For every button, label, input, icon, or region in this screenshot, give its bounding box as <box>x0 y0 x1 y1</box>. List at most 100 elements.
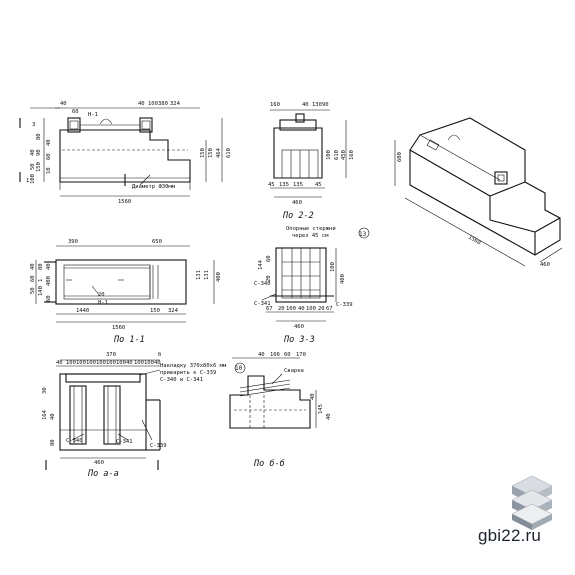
sec3-bottom-dim: 20 <box>318 306 325 312</box>
sec-b-top-dim: 106 <box>270 352 280 358</box>
sec-a-row-dim: 100 <box>106 360 116 366</box>
sec3-bottom-dim: 100 <box>306 306 316 312</box>
brand-logo-icon <box>511 475 553 530</box>
sec3-caption: По 3-3 <box>283 335 315 345</box>
elev-left-dim: 3 <box>32 122 35 128</box>
elev-left-dim: 10 <box>46 167 52 174</box>
sec3-part-label: С-340 <box>254 281 271 287</box>
elev-bottom-dim: 1560 <box>118 199 131 205</box>
sec-b-caption: По б-б <box>253 458 285 469</box>
plan-1-1-view: 390 650 40 60 50 80 1 140 40 400 60 131 … <box>30 239 222 345</box>
plan-right-dim: 131 <box>204 270 210 280</box>
elev-right-dim: 464 <box>216 147 222 158</box>
sec-a-weld-note: приварить к С-339 <box>160 370 216 376</box>
sec-a-left-dim: 80 <box>50 439 56 446</box>
elev-top-dim: 40 <box>138 101 145 107</box>
sec-b-right-dim: 40 <box>326 413 332 420</box>
sec-a-top-dim: 370 <box>106 352 116 358</box>
sec3-bottom-dim: 40 <box>298 306 305 312</box>
plan-caption: По 1-1 <box>113 335 145 345</box>
elev-left-dim: 80 <box>36 133 42 140</box>
sec3-part-label: С-341 <box>254 301 271 307</box>
plan-left-dim: 50 <box>30 287 36 294</box>
plan-mark: Н-1 <box>98 300 108 306</box>
iso-height-dim: 600 <box>397 152 403 162</box>
elev-top-dim: Н-1 <box>88 112 98 118</box>
sec-a-part-label: С-341 <box>116 439 133 445</box>
elev-hole-note: Диаметр Ф30мм <box>132 184 176 190</box>
isometric-view: 600 1560 460 <box>394 117 563 268</box>
plan-left-dim: 80 <box>38 263 44 270</box>
sec-b-weld-label: Сварка <box>284 368 304 374</box>
section-a-a-view: 370 б 40 100 100 100 100 100 100 40 100 … <box>42 351 227 479</box>
section-2-2-view: 160 40 130 90 100 610 450 160 45 135 135… <box>268 102 355 221</box>
sec-b-top-dim: 40 <box>258 352 265 358</box>
plan-right-dim: 131 <box>196 270 202 280</box>
sec-a-row-dim: 100 <box>86 360 96 366</box>
plan-left-dim: 60 <box>30 275 36 282</box>
sec-a-row-dim: 100 <box>76 360 86 366</box>
plan-left-dim: 140 <box>38 286 44 296</box>
sec-b-top-dim: 60 <box>284 352 291 358</box>
elev-left-dim: 90 <box>36 149 42 156</box>
sec3-bottom-dim: 67 <box>266 306 273 312</box>
sec-b-top-dim: 170 <box>296 352 306 358</box>
sec3-bottom-dim: 67 <box>326 306 333 312</box>
sec3-right-dim: 100 <box>330 262 336 272</box>
sec-a-part-label: С-340 <box>66 438 83 444</box>
sec2-top-dim: 160 <box>270 102 280 108</box>
sec2-top-dim: 130 <box>312 102 322 108</box>
plan-left-dim: 1 <box>38 279 44 282</box>
sec2-right-dim: 160 <box>349 150 355 160</box>
elev-top-dim: 380 <box>158 101 168 107</box>
sec-a-left-dim: 30 <box>42 387 48 394</box>
sec3-note-tag: 13 <box>359 231 367 238</box>
sec-a-mark: б <box>158 351 161 358</box>
elev-right-dim: 150 <box>200 148 206 158</box>
iso-length-dim: 1560 <box>467 235 481 247</box>
sec-a-row-dim: 40 <box>126 360 133 366</box>
sec-a-left-dim: 164 <box>42 409 48 420</box>
elev-top-dim: 60 <box>72 109 79 115</box>
sec-a-row-dim: 100 <box>134 360 144 366</box>
elev-top-dim: 100 <box>148 101 158 107</box>
elev-left-dim: 1 <box>26 178 29 184</box>
sec-a-row-dim: 40 <box>154 360 161 366</box>
plan-left-dim: 60 <box>46 295 52 302</box>
sec-b-right-dim: 40 <box>310 393 316 400</box>
elevation-view: 40 Н-1 60 40 100 380 324 3 1 80 90 150 4… <box>19 101 232 205</box>
sec3-left-dim: 144 <box>258 259 264 270</box>
sec2-right-dim: 610 <box>334 150 340 160</box>
plan-inner-dim: 150 <box>150 308 160 314</box>
plan-top-dim: 650 <box>152 239 162 245</box>
elev-left-dim: 150 <box>36 162 42 172</box>
sec3-left-dim: 20 <box>266 275 272 282</box>
sec3-bottom-dim: 100 <box>286 306 296 312</box>
sec-a-row-dim: 40 <box>56 360 63 366</box>
sec-a-parts-note: С-340 и С-341 <box>160 377 203 383</box>
sec3-note: Опорные стержни <box>286 226 336 232</box>
elev-left-dim: 40 <box>30 149 36 156</box>
elev-right-dim: 150 <box>208 148 214 158</box>
sec3-bottom-dim: 20 <box>278 306 285 312</box>
elev-right-dim: 610 <box>226 148 232 158</box>
sec-b-right-dim: 145 <box>318 404 324 414</box>
plan-bottom-dim: 1560 <box>112 325 125 331</box>
sec2-bottom-dim: 45 <box>315 182 322 188</box>
sec-a-row-dim: 100 <box>116 360 126 366</box>
sec-a-left-dim: 40 <box>50 413 56 420</box>
sec-a-weld-note: Накладку 370х80х6 мм <box>160 363 227 369</box>
plan-left-dim: 40 <box>46 263 52 270</box>
sec2-caption: По 2-2 <box>282 211 314 221</box>
plan-top-dim: 390 <box>68 239 78 245</box>
sec-a-row-dim: 100 <box>144 360 154 366</box>
sec2-bottom-dim: 45 <box>268 182 275 188</box>
sec3-part-label: С-339 <box>336 302 353 308</box>
sec2-right-dim: 450 <box>341 150 347 160</box>
brand-site-label[interactable]: gbi22.ru <box>478 526 542 545</box>
sec-a-bottom-dim: 460 <box>94 460 104 466</box>
elev-left-dim: 60 <box>46 153 52 160</box>
plan-right-dim: 400 <box>216 272 222 282</box>
elev-left-dim: 50 <box>30 163 36 170</box>
